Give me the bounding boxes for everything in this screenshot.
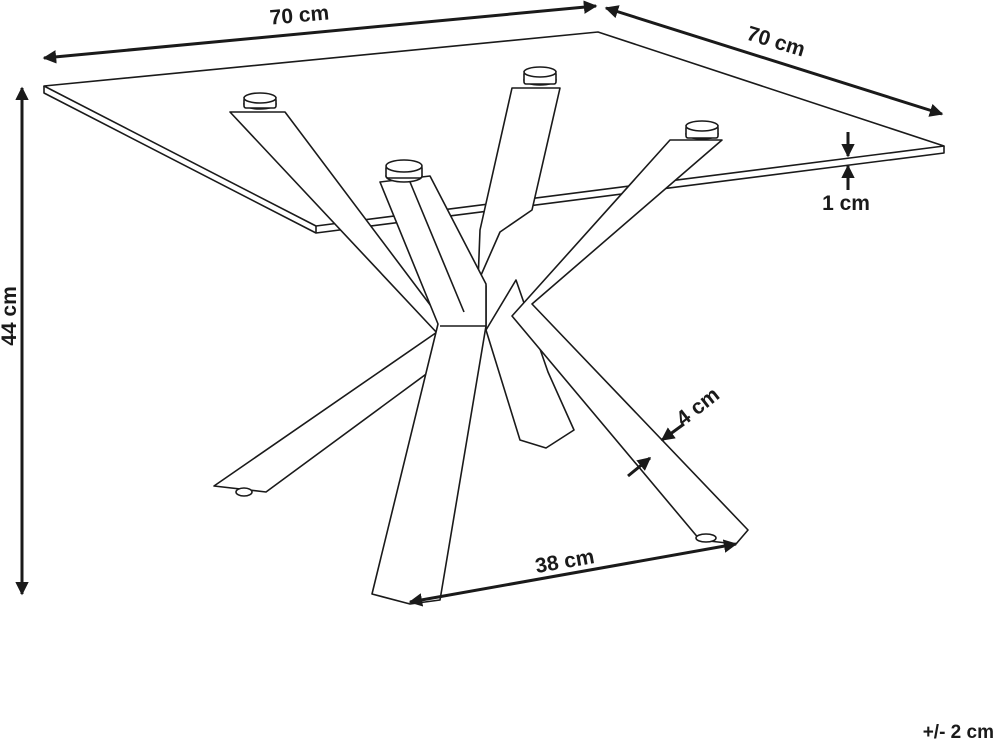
glass-thickness-label: 1 cm — [822, 192, 870, 215]
top-width-label: 70 cm — [269, 1, 330, 29]
back-right-leg — [477, 66, 575, 449]
front-leg — [371, 159, 487, 605]
foot-span-dimension-line — [408, 539, 738, 607]
leg-width-arrow-lower — [627, 456, 652, 478]
leg-width-label: 4 cm — [672, 383, 724, 431]
leg-width-arrow-upper — [660, 422, 685, 442]
top-width-dimension-line — [42, 0, 598, 64]
height-label: 44 cm — [0, 286, 21, 346]
tolerance-label: +/- 2 cm — [923, 722, 994, 743]
foot-span-label: 38 cm — [534, 545, 597, 578]
right-leg — [511, 120, 749, 545]
top-depth-dimension-line — [604, 5, 944, 117]
